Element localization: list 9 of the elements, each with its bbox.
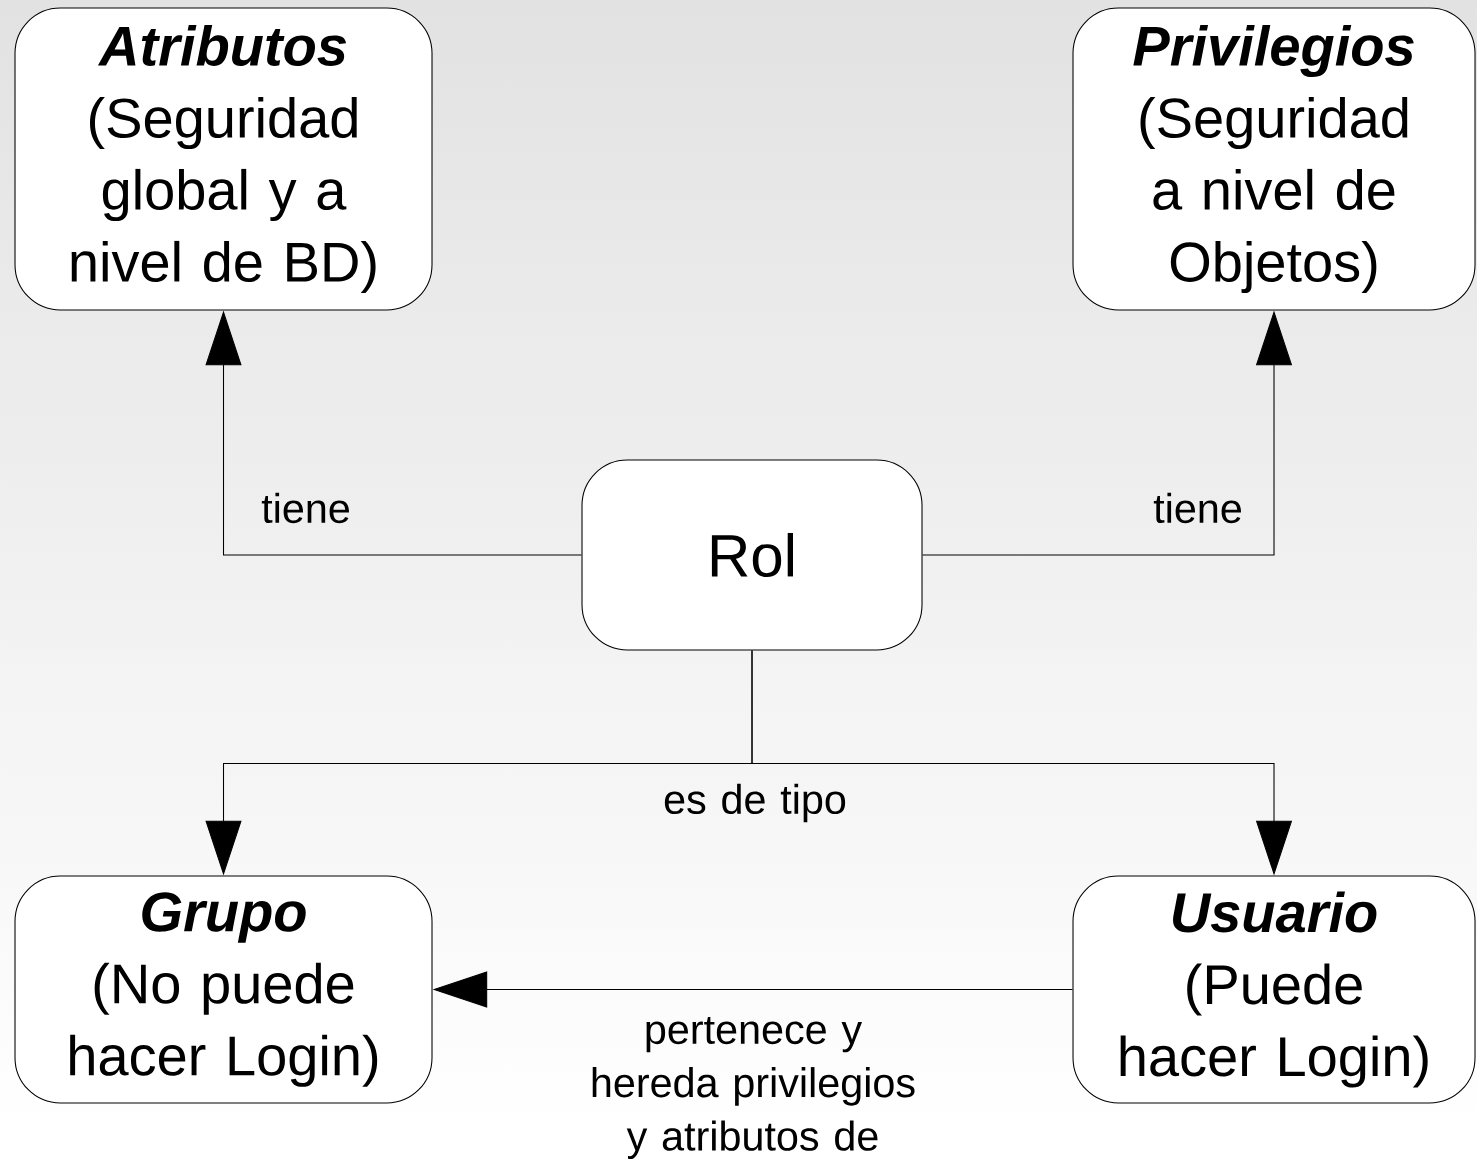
- role-box: Rol: [581, 459, 923, 651]
- concept-box: Privilegios (Seguridad a nivel de Objetos): [1072, 7, 1476, 311]
- concept-box: Usuario (Puede hacer Login): [1072, 875, 1476, 1104]
- edge-label: tiene: [261, 492, 349, 524]
- concept-box: Grupo (No puede hacer Login): [14, 875, 433, 1104]
- edge-label: tiene: [1153, 492, 1241, 524]
- edge-label: es de tipo: [664, 783, 846, 823]
- concept-box: Atributos (Seguridad global y a nivel de BD): [14, 7, 433, 311]
- edge-label: pertenece y hereda privilegios y atributos de: [592, 1017, 915, 1159]
